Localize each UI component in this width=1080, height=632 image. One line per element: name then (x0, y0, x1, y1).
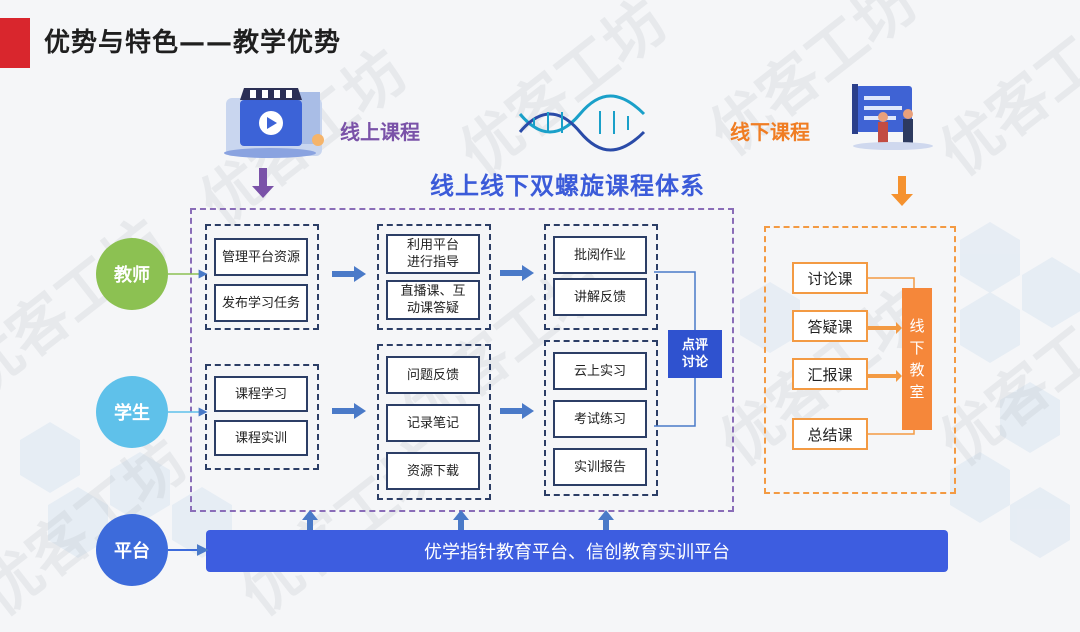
dna-helix-icon (518, 94, 646, 152)
platform-bar: 优学指针教育平台、信创教育实训平台 (206, 530, 948, 572)
teacher-step-box: 利用平台进行指导 (386, 234, 480, 274)
page-title: 优势与特色——教学优势 (44, 28, 342, 58)
online-course-label: 线上课程 (340, 120, 420, 144)
presentation-board-icon (852, 84, 933, 150)
offline-course-label: 线下课程 (730, 120, 810, 144)
offline-classroom-box: 线下教室 (902, 288, 932, 430)
student-group-2 (377, 344, 491, 500)
teacher-circle: 教师 (96, 238, 168, 310)
teacher-step-box: 发布学习任务 (214, 284, 308, 322)
student-step-box: 资源下载 (386, 452, 480, 490)
hexagon-background (20, 222, 1080, 558)
student-group-1 (205, 364, 319, 470)
teacher-group-3 (544, 224, 658, 330)
teacher-step-box: 批阅作业 (553, 236, 647, 274)
offline-class-box: 答疑课 (792, 310, 868, 342)
connector-arrows (168, 168, 915, 556)
review-discussion-box: 点评讨论 (668, 330, 722, 378)
offline-class-box: 汇报课 (792, 358, 868, 390)
teacher-step-box: 直播课、互动课答疑 (386, 280, 480, 320)
student-step-box: 课程学习 (214, 376, 308, 412)
student-step-box: 云上实习 (553, 352, 647, 390)
student-step-box: 考试练习 (553, 400, 647, 438)
student-step-box: 实训报告 (553, 448, 647, 486)
offline-class-box: 总结课 (792, 418, 868, 450)
student-step-box: 记录笔记 (386, 404, 480, 442)
platform-circle: 平台 (96, 514, 168, 586)
teacher-group-2 (377, 224, 491, 330)
online-system-frame (190, 208, 734, 512)
student-circle: 学生 (96, 376, 168, 448)
offline-class-box: 讨论课 (792, 262, 868, 294)
video-course-icon (224, 88, 324, 158)
title-accent-bar (0, 18, 30, 68)
student-step-box: 课程实训 (214, 420, 308, 456)
student-step-box: 问题反馈 (386, 356, 480, 394)
teacher-step-box: 管理平台资源 (214, 238, 308, 276)
system-title: 线上线下双螺旋课程体系 (430, 172, 705, 200)
teacher-step-box: 讲解反馈 (553, 278, 647, 316)
student-group-3 (544, 340, 658, 496)
offline-frame (764, 226, 956, 494)
